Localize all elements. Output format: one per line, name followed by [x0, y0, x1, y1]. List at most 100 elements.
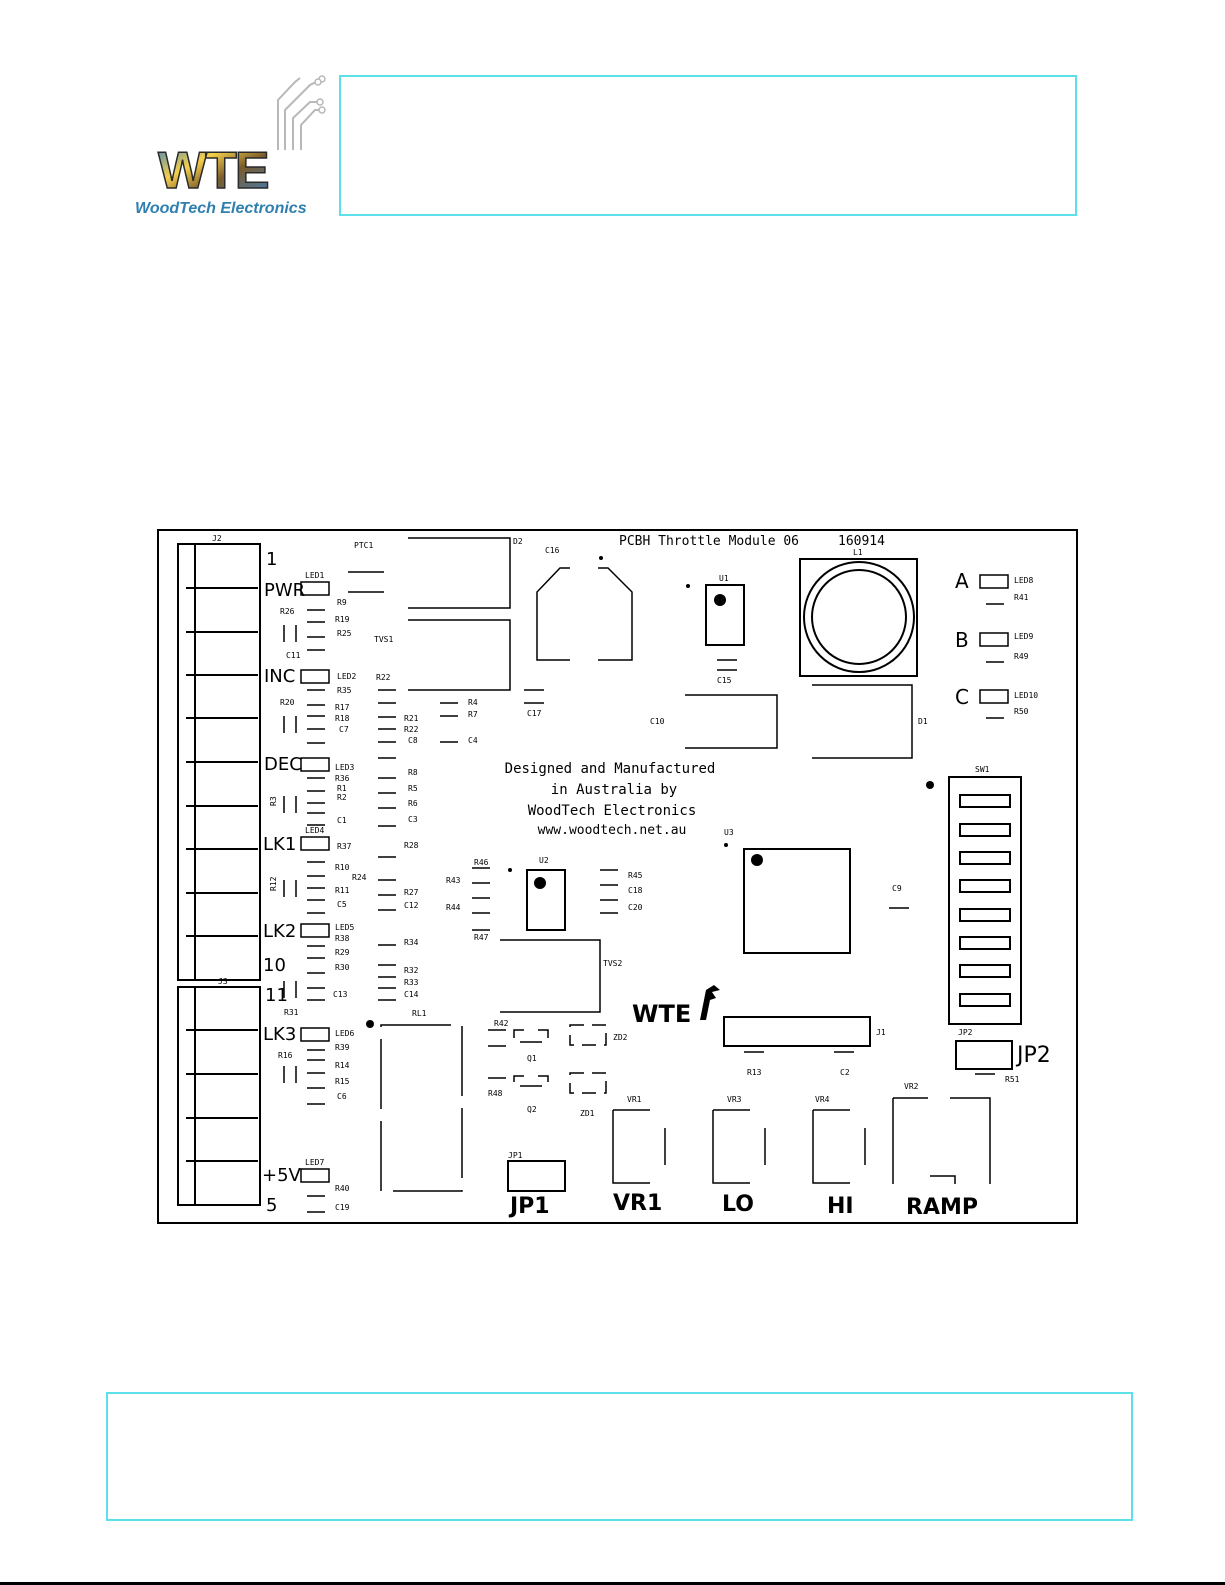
label-led6: LED6	[335, 1029, 354, 1038]
board-title: PCBH Throttle Module 06	[619, 534, 799, 549]
label-zd2: ZD2	[613, 1033, 628, 1042]
pin-label-5: 5	[266, 1195, 277, 1216]
label-vr2: VR2	[904, 1082, 919, 1091]
switch-sw1	[948, 776, 1022, 1025]
label-r4: R4	[468, 698, 478, 707]
label-led8: LED8	[1014, 576, 1033, 585]
label-c13: C13	[333, 990, 348, 999]
label-c15: C15	[717, 676, 732, 685]
jp2-label: JP2	[1015, 1043, 1051, 1068]
inductor-l1	[799, 558, 918, 677]
label-r1: R1	[337, 784, 347, 793]
credit-line-2: in Australia by	[551, 782, 677, 798]
label-u2: U2	[539, 856, 549, 865]
label-led5: LED5	[335, 923, 354, 932]
label-r26: R26	[280, 607, 295, 616]
label-r9: R9	[337, 598, 347, 607]
pin-label-10: 10	[263, 955, 286, 976]
label-r47: R47	[474, 933, 489, 942]
label-r22: R22	[404, 725, 419, 734]
label-zd1: ZD1	[580, 1109, 595, 1118]
relay-rl1	[380, 1024, 463, 1192]
label-hi: HI	[827, 1194, 854, 1219]
label-r36: R36	[335, 774, 350, 783]
label-r3: R3	[269, 796, 278, 806]
label-led2: LED2	[337, 672, 356, 681]
label-r13: R13	[747, 1068, 762, 1077]
label-r46: R46	[474, 858, 489, 867]
jumper-jp1	[507, 1160, 566, 1192]
label-ptc1: PTC1	[354, 541, 373, 550]
label-vr1-big: VR1	[613, 1191, 662, 1216]
label-r29: R29	[335, 948, 350, 957]
label-q2: Q2	[527, 1105, 537, 1114]
label-c2: C2	[840, 1068, 850, 1077]
label-led10: LED10	[1014, 691, 1038, 700]
label-led1: LED1	[305, 571, 324, 580]
capacitor-c16	[536, 567, 633, 661]
label-r8: R8	[408, 768, 418, 777]
label-r48: R48	[488, 1089, 503, 1098]
label-r17: R17	[335, 703, 350, 712]
label-led3: LED3	[335, 763, 354, 772]
label-r45: R45	[628, 871, 643, 880]
label-r25: R25	[337, 629, 352, 638]
chip-u3	[743, 848, 851, 954]
label-r16: R16	[278, 1051, 293, 1060]
label-r32: R32	[404, 966, 419, 975]
label-c5: C5	[337, 900, 347, 909]
label-r21: R21	[404, 714, 419, 723]
label-vr3: VR3	[727, 1095, 742, 1104]
label-r18: R18	[335, 714, 350, 723]
pin-label-5v: +5V	[262, 1165, 302, 1186]
channel-c: C	[955, 685, 969, 709]
label-r39: R39	[335, 1043, 350, 1052]
label-r20: R20	[280, 698, 295, 707]
label-c7: C7	[339, 725, 349, 734]
label-c16: C16	[545, 546, 560, 555]
pin-label-pwr: PWR	[264, 580, 305, 601]
label-r12: R12	[269, 876, 278, 891]
pin-label-lk2: LK2	[263, 921, 296, 942]
label-r37: R37	[337, 842, 352, 851]
footer-box	[106, 1392, 1133, 1521]
label-r35: R35	[337, 686, 352, 695]
label-d1: D1	[918, 717, 928, 726]
label-tvs1: TVS1	[374, 635, 393, 644]
label-led9: LED9	[1014, 632, 1033, 641]
label-c19: C19	[335, 1203, 350, 1212]
board-mini-logo: WTE	[632, 1000, 691, 1028]
bottom-rule	[0, 1582, 1225, 1585]
label-r33: R33	[404, 978, 419, 987]
chip-u1	[705, 584, 745, 646]
label-c3: C3	[408, 815, 418, 824]
company-name: WoodTech Electronics	[135, 200, 307, 217]
label-c20: C20	[628, 903, 643, 912]
label-vr4: VR4	[815, 1095, 830, 1104]
label-r51: R51	[1005, 1075, 1020, 1084]
label-vr1: VR1	[627, 1095, 642, 1104]
credit-line-4: www.woodtech.net.au	[538, 823, 687, 838]
label-q1: Q1	[527, 1054, 537, 1063]
label-ramp: RAMP	[906, 1195, 978, 1220]
label-lo: LO	[722, 1192, 754, 1217]
label-led7: LED7	[305, 1158, 324, 1167]
pin-label-dec: DEC	[264, 754, 302, 775]
label-r50: R50	[1014, 707, 1029, 716]
label-r19: R19	[335, 615, 350, 624]
label-c1: C1	[337, 816, 347, 825]
label-c18: C18	[628, 886, 643, 895]
label-jp1: JP1	[508, 1194, 550, 1219]
label-c8: C8	[408, 736, 418, 745]
pin-label-inc: INC	[264, 666, 295, 687]
label-r14: R14	[335, 1061, 350, 1070]
label-c17: C17	[527, 709, 542, 718]
label-r30: R30	[335, 963, 350, 972]
label-r22a: R22	[376, 673, 391, 682]
label-jp1-small: JP1	[508, 1151, 523, 1160]
connector-j1	[723, 1016, 871, 1047]
label-d2: D2	[513, 537, 523, 546]
pin-label-1: 1	[266, 549, 277, 570]
label-r2: R2	[337, 793, 347, 802]
logo-letters: WTE	[158, 142, 268, 200]
